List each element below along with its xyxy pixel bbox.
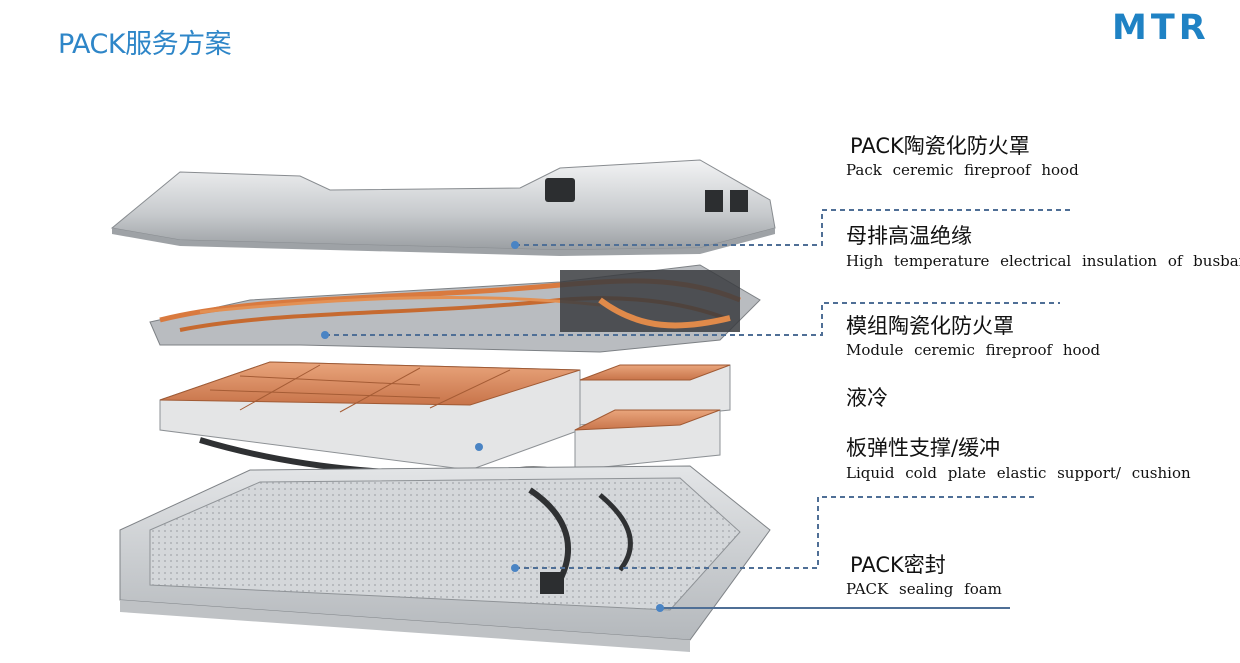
label-en-pack-hood: Pack ceremic fireproof hood (846, 161, 1079, 179)
label-en-busbar-insulation: High temperature electrical insulation o… (846, 252, 1240, 270)
callout-dot (656, 604, 664, 612)
pack-lid (110, 159, 776, 256)
callout-dot (511, 241, 519, 249)
connector-icon (545, 178, 575, 202)
label-zh-busbar-insulation: 母排高温绝缘 (846, 224, 972, 248)
module-layer (159, 361, 731, 471)
busbar-harness-layer (149, 264, 761, 353)
label-zh-pack-hood: PACK陶瓷化防火罩 (850, 134, 1030, 158)
label-en-pack-sealing: PACK sealing foam (846, 580, 1002, 598)
page-title: PACK服务方案 (58, 29, 232, 60)
mtr-logo: MTR (1112, 8, 1210, 48)
callout-dot (321, 331, 329, 339)
label-zh-liquid-cooling: 液冷 (846, 386, 888, 410)
label-zh-plate-support: 板弹性支撑/缓冲 (846, 436, 1001, 460)
callout-dot (511, 564, 519, 572)
label-en-module-hood: Module ceremic fireproof hood (846, 341, 1101, 359)
leader-lines (325, 209, 1070, 609)
label-zh-module-hood: 模组陶瓷化防火罩 (846, 314, 1014, 338)
label-en-plate-support: Liquid cold plate elastic support/ cushi… (846, 464, 1191, 482)
bottom-tray (119, 465, 771, 652)
label-zh-pack-sealing: PACK密封 (850, 553, 946, 577)
callout-dot (475, 443, 483, 451)
